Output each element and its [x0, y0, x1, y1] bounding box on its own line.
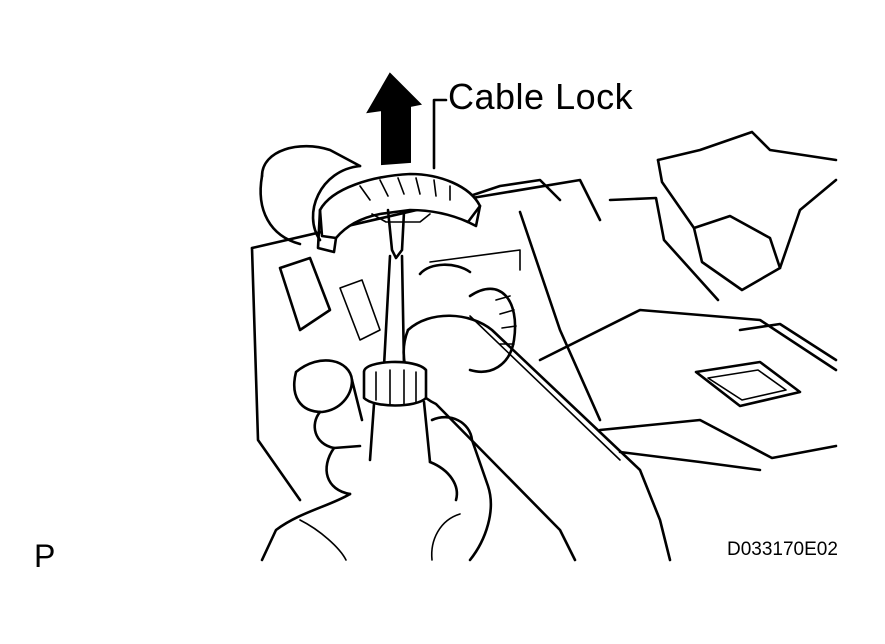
cable-lock-clip: [316, 172, 482, 254]
lock-cylinder: [259, 144, 362, 246]
pull-direction-arrow: [366, 72, 423, 166]
column-bracket: [538, 130, 838, 472]
mounting-plate: [250, 178, 602, 502]
figure-code: D033170E02: [727, 539, 838, 560]
callout-leader-line: [432, 98, 448, 170]
view-letter: P: [34, 538, 56, 574]
cable-lock-label: Cable Lock: [448, 76, 634, 117]
technician-hand: [260, 359, 493, 562]
screwdriver: [362, 208, 432, 464]
steering-shaft: [402, 249, 672, 562]
